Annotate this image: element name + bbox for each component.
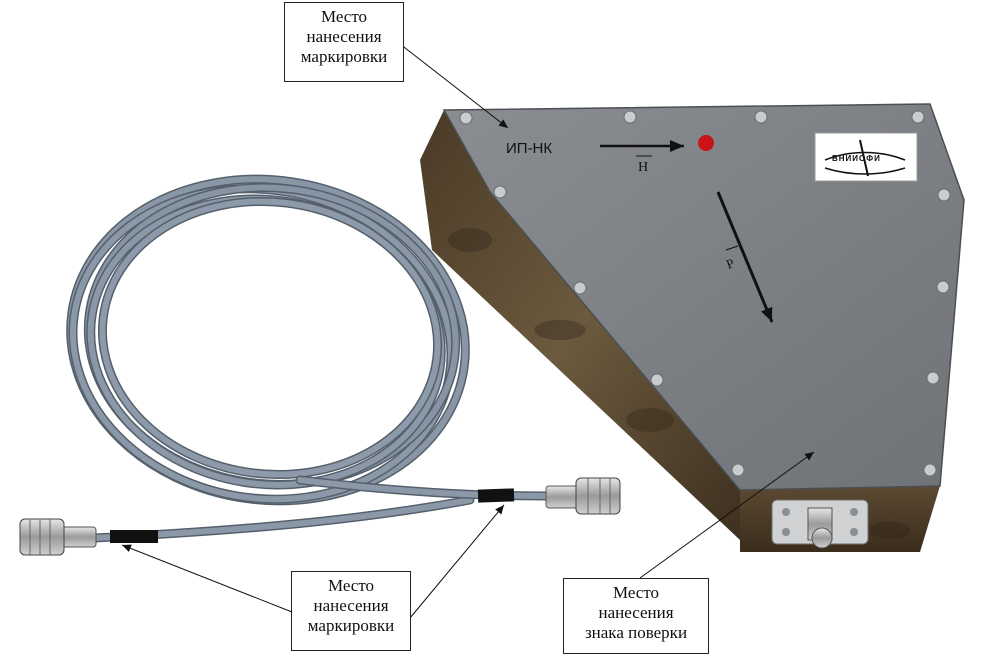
vector-p-overline <box>725 245 739 251</box>
device-top-panel <box>442 103 965 491</box>
cable-runs <box>90 475 565 543</box>
cable-coil <box>66 174 470 506</box>
callout-line: нанесения <box>306 27 382 46</box>
callout-line: Место <box>612 583 660 602</box>
rf-port-connector <box>771 499 869 549</box>
callout-line: нанесения <box>313 596 389 615</box>
callout-line: знака поверки <box>584 623 688 642</box>
callout-verification-mark: Место нанесения знака поверки <box>563 578 709 654</box>
device-model-label: ИП-НК <box>506 140 552 157</box>
connector-left <box>19 518 97 556</box>
callout-line: Место <box>327 576 375 595</box>
vnioofi-logo: ВНИИОФИ <box>814 132 918 182</box>
callout-line: Место <box>320 7 368 26</box>
callout-line: маркировки <box>307 616 395 635</box>
callout-line: нанесения <box>598 603 674 622</box>
logo-text: ВНИИОФИ <box>832 154 881 163</box>
marking-sleeve-right <box>477 488 515 503</box>
indicator-red-dot <box>698 135 714 151</box>
vector-h-label: H <box>638 160 648 175</box>
vector-p-arrow <box>716 191 774 323</box>
vector-p-label: P <box>724 255 736 272</box>
device-side-left <box>420 110 740 540</box>
leader-lines <box>121 43 815 619</box>
callout-marking-cable: Место нанесения маркировки <box>291 571 411 651</box>
callout-marking-top: Место нанесения маркировки <box>284 2 404 82</box>
connector-right <box>545 477 621 515</box>
marking-sleeve-left <box>110 530 158 543</box>
panel-screws <box>459 110 951 477</box>
callout-line: маркировки <box>300 47 388 66</box>
